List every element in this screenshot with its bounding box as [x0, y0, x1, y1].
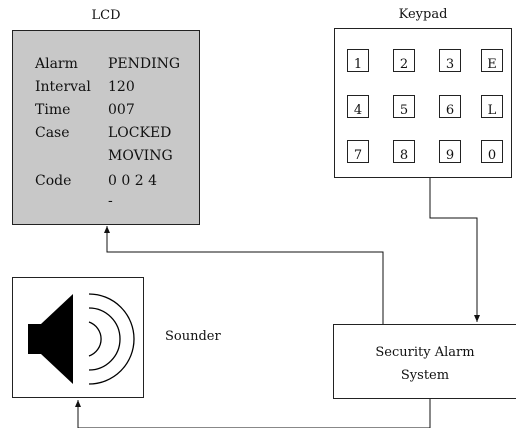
key-l[interactable]: L [481, 95, 503, 118]
key-8[interactable]: 8 [393, 140, 415, 163]
speaker-icon [28, 293, 135, 385]
lcd-value: 0 0 2 4 [108, 173, 157, 189]
lcd-label: Time [35, 102, 71, 118]
lcd-value: PENDING [108, 56, 181, 72]
key-3[interactable]: 3 [439, 49, 461, 72]
key-4[interactable]: 4 [347, 95, 369, 118]
security-alarm-system-box: Security Alarm System [333, 324, 516, 399]
key-e[interactable]: E [481, 49, 503, 72]
key-6[interactable]: 6 [439, 95, 461, 118]
lcd-value: 007 [108, 102, 135, 118]
lcd-display: Alarm PENDING Interval 120 Time 007 Case… [12, 30, 200, 225]
lcd-label: Code [35, 173, 72, 189]
keypad-title: Keypad [398, 7, 448, 22]
key-5[interactable]: 5 [393, 95, 415, 118]
wire-system-to-sounder [75, 399, 431, 428]
wire-keypad-to-system [429, 178, 480, 322]
sounder-box [12, 277, 144, 398]
key-7[interactable]: 7 [347, 140, 369, 163]
lcd-label: Alarm [35, 56, 78, 72]
wire-system-to-lcd [104, 226, 384, 324]
sounder-label: Sounder [165, 329, 221, 344]
keypad: 1 2 3 E 4 5 6 L 7 8 9 0 [334, 28, 512, 178]
system-label-line1: Security Alarm [375, 345, 475, 360]
lcd-value: LOCKED [108, 125, 172, 141]
system-label-line2: System [400, 368, 450, 383]
lcd-value: MOVING [108, 148, 173, 164]
lcd-cursor: - [108, 193, 113, 209]
lcd-label: Interval [35, 79, 91, 95]
lcd-title: LCD [91, 8, 121, 23]
lcd-value: 120 [108, 79, 135, 95]
lcd-label: Case [35, 125, 70, 141]
key-9[interactable]: 9 [439, 140, 461, 163]
key-2[interactable]: 2 [393, 49, 415, 72]
key-0[interactable]: 0 [481, 140, 503, 163]
key-1[interactable]: 1 [347, 49, 369, 72]
